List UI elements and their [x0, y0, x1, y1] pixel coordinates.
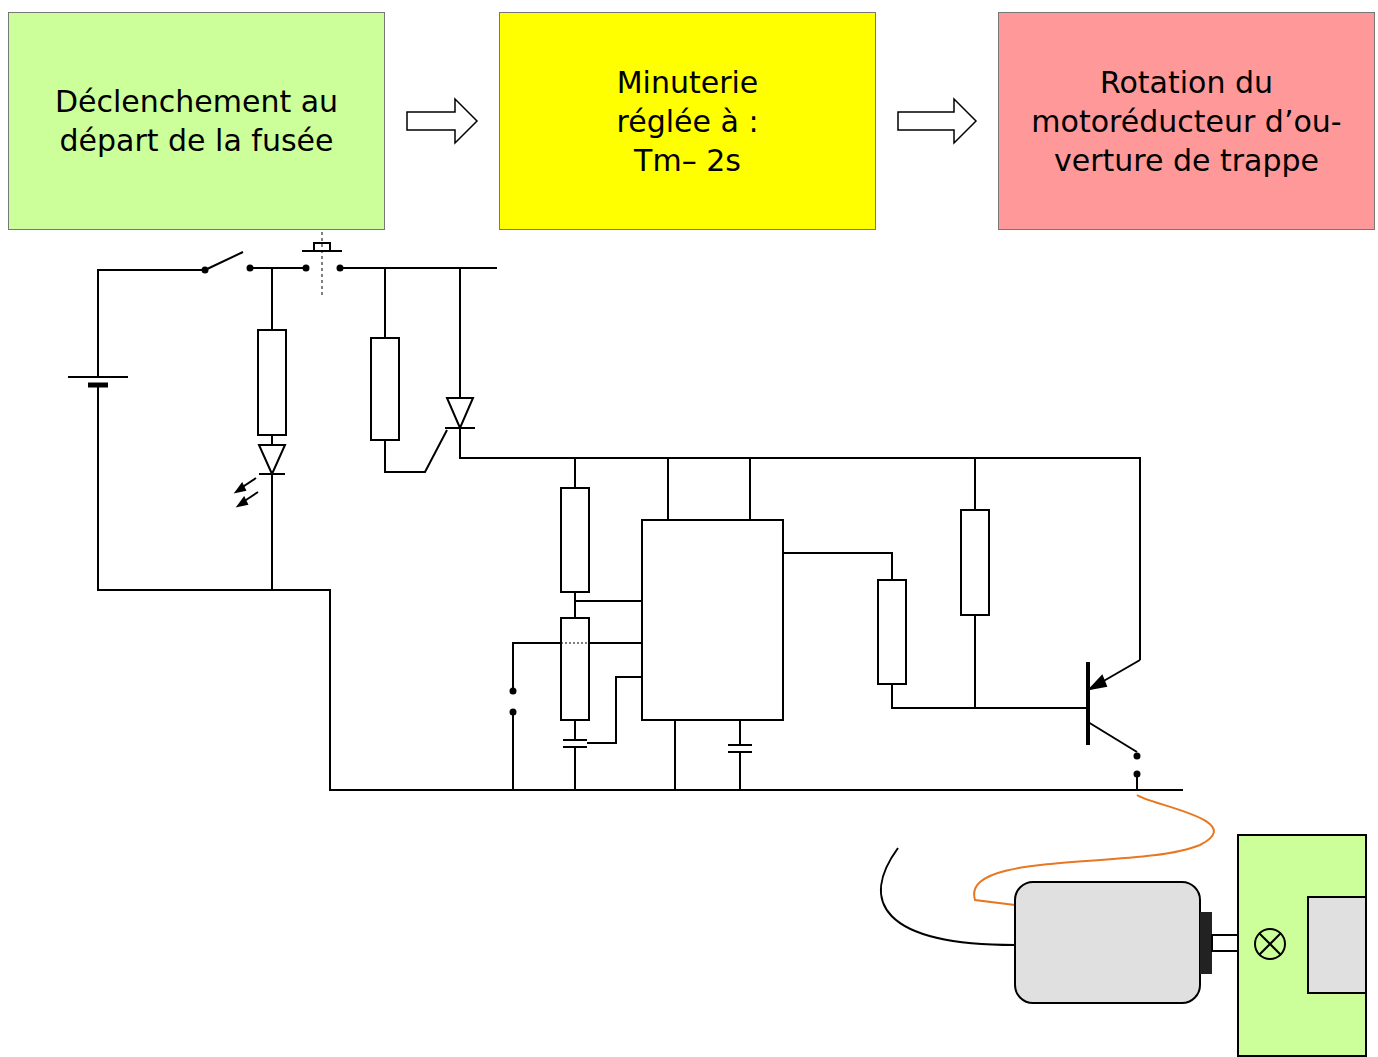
box-text: Rotation du motoréducteur d’ou- verture … [1014, 63, 1359, 180]
box-text: Déclenchement au départ de la fusée [32, 82, 362, 160]
flow-arrow [898, 99, 976, 143]
process-box: Rotation du motoréducteur d’ou- verture … [998, 12, 1375, 230]
flow-arrow [407, 99, 477, 143]
process-box: Minuterie réglée à : Tm– 2s [499, 12, 876, 230]
box-text: Minuterie réglée à : Tm– 2s [588, 63, 788, 180]
process-box: Déclenchement au départ de la fusée [8, 12, 385, 230]
